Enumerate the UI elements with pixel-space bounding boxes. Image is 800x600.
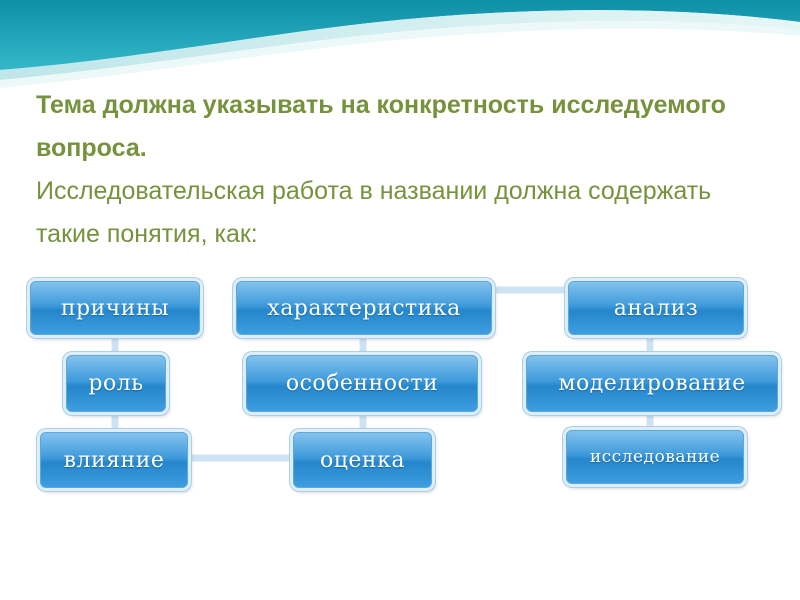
concept-box-issledovanie: исследование [566,430,744,484]
concept-box-analiz: анализ [568,281,744,335]
concept-box-vliyanie: влияние [40,432,188,488]
decorative-wave-banner [0,0,800,90]
concept-box-modelirovanie: моделирование [526,355,778,412]
concept-box-prichiny: причины [30,281,200,335]
slide-heading: Тема должна указывать на конкретность ис… [36,84,776,256]
concept-box-harakteristika: характеристика [236,281,492,335]
heading-bold-text: Тема должна указывать на конкретность ис… [36,91,726,162]
concept-box-rol: роль [66,355,166,412]
concept-box-osobennosti: особенности [246,355,478,412]
concept-box-ocenka: оценка [293,432,432,488]
heading-normal-text: Исследовательская работа в названии долж… [36,177,712,248]
